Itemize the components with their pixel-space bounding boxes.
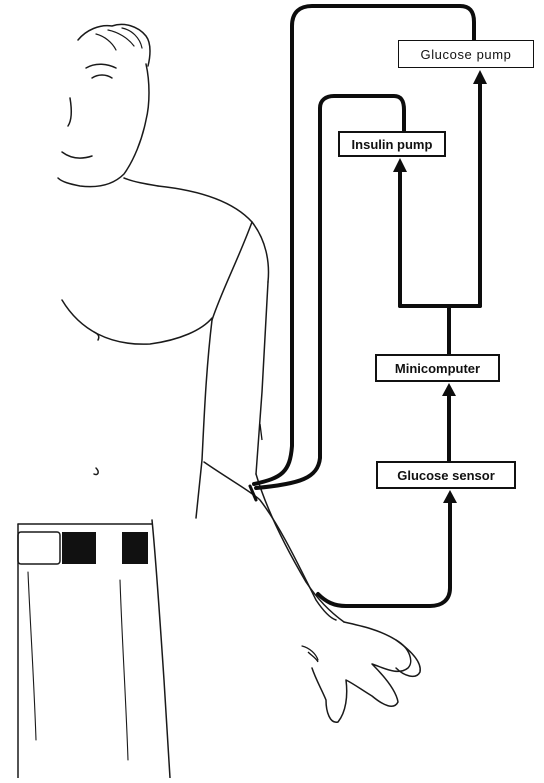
- glucose-pump-tube: [254, 6, 474, 484]
- sensor-wire: [318, 500, 450, 606]
- navel: [94, 468, 98, 475]
- belt-loop-1: [62, 532, 96, 564]
- shoulder-outline: [158, 186, 268, 282]
- neck-line: [124, 178, 158, 186]
- pec-line: [62, 300, 212, 344]
- glucose-sensor-box: Glucose sensor: [376, 461, 516, 489]
- eye: [92, 75, 112, 78]
- hair-outline: [78, 24, 150, 66]
- nose: [68, 98, 71, 126]
- nipple: [94, 332, 99, 340]
- trousers-crease: [28, 572, 36, 740]
- trousers-crease-2: [120, 580, 128, 760]
- hand-outline: [312, 622, 411, 722]
- arrow-to-minicomputer: [442, 383, 456, 396]
- armpit-line: [212, 222, 252, 320]
- thumb: [396, 640, 420, 676]
- torso-side: [196, 320, 212, 518]
- forearm-outer: [256, 474, 344, 622]
- insulin-pump-box: Insulin pump: [338, 131, 446, 157]
- belt-loop-2: [122, 532, 148, 564]
- tubing: [250, 6, 480, 606]
- trousers-outline: [152, 520, 170, 778]
- outer-arm: [256, 282, 268, 474]
- minicomputer-box: Minicomputer: [375, 354, 500, 382]
- arrow-to-insulin-pump: [393, 158, 407, 172]
- glucose-pump-box: Glucose pump: [398, 40, 534, 68]
- hair-strands: [96, 28, 142, 50]
- mouth: [62, 152, 92, 158]
- arrow-to-glucose-pump: [473, 70, 487, 84]
- eyebrow: [86, 64, 116, 68]
- arrow-to-glucose-sensor: [443, 490, 457, 503]
- face-outline: [58, 64, 149, 187]
- belt-buckle: [18, 532, 60, 564]
